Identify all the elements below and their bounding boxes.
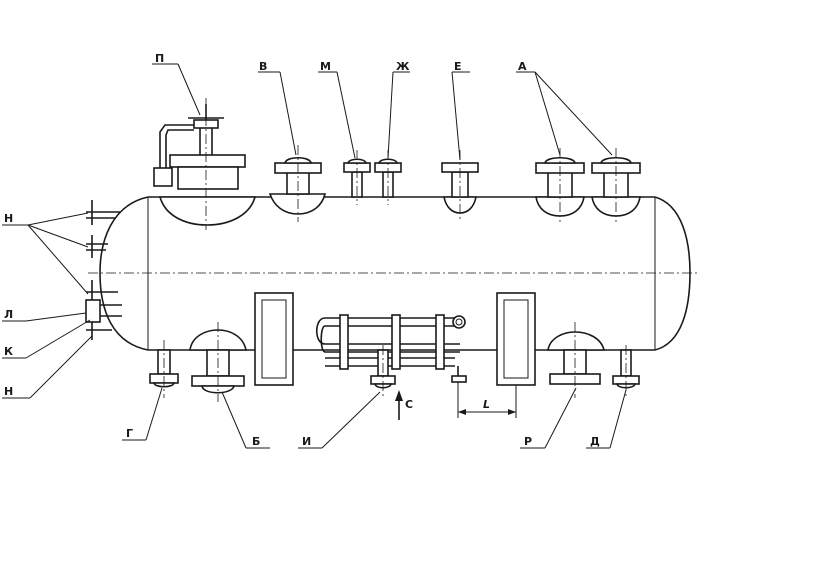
label-i: И xyxy=(302,435,311,448)
label-r: Р xyxy=(524,435,532,448)
label-zh: Ж xyxy=(396,60,410,73)
arrow-c xyxy=(395,390,403,420)
label-l-side: Л xyxy=(4,308,13,321)
nozzle-g xyxy=(149,340,179,398)
dimension-l xyxy=(457,382,517,418)
saddle-left xyxy=(254,292,294,386)
label-k: К xyxy=(4,345,13,358)
nozzle-p xyxy=(153,98,257,230)
saddle-right xyxy=(496,292,536,386)
nozzle-e xyxy=(441,150,479,220)
nozzle-b xyxy=(189,322,247,402)
nozzle-m xyxy=(343,150,371,205)
label-n-bottom: Н xyxy=(4,385,13,398)
heating-coil xyxy=(315,314,467,383)
leader-lines xyxy=(2,63,627,449)
label-b: Б xyxy=(252,435,260,448)
nozzle-r xyxy=(547,322,606,398)
head-nozzles xyxy=(85,200,122,340)
nozzle-v xyxy=(268,145,327,222)
label-d: Д xyxy=(590,435,600,448)
nozzle-d xyxy=(612,345,640,398)
nozzle-a-2 xyxy=(591,148,641,222)
label-v: В xyxy=(259,60,267,73)
label-n-top: Н xyxy=(4,212,13,225)
nozzle-i xyxy=(370,345,396,396)
label-p: П xyxy=(155,52,164,65)
label-g: Г xyxy=(126,427,133,440)
label-e: Е xyxy=(454,60,462,73)
label-l-dim: L xyxy=(483,398,490,411)
labels: П В М Ж Е А Н Л К Н Г Б И С L Р Д xyxy=(4,52,600,448)
nozzle-zh xyxy=(374,150,402,205)
label-a: А xyxy=(518,60,527,73)
label-m: М xyxy=(320,60,331,73)
nozzle-a-1 xyxy=(535,148,585,222)
label-c: С xyxy=(405,398,413,411)
